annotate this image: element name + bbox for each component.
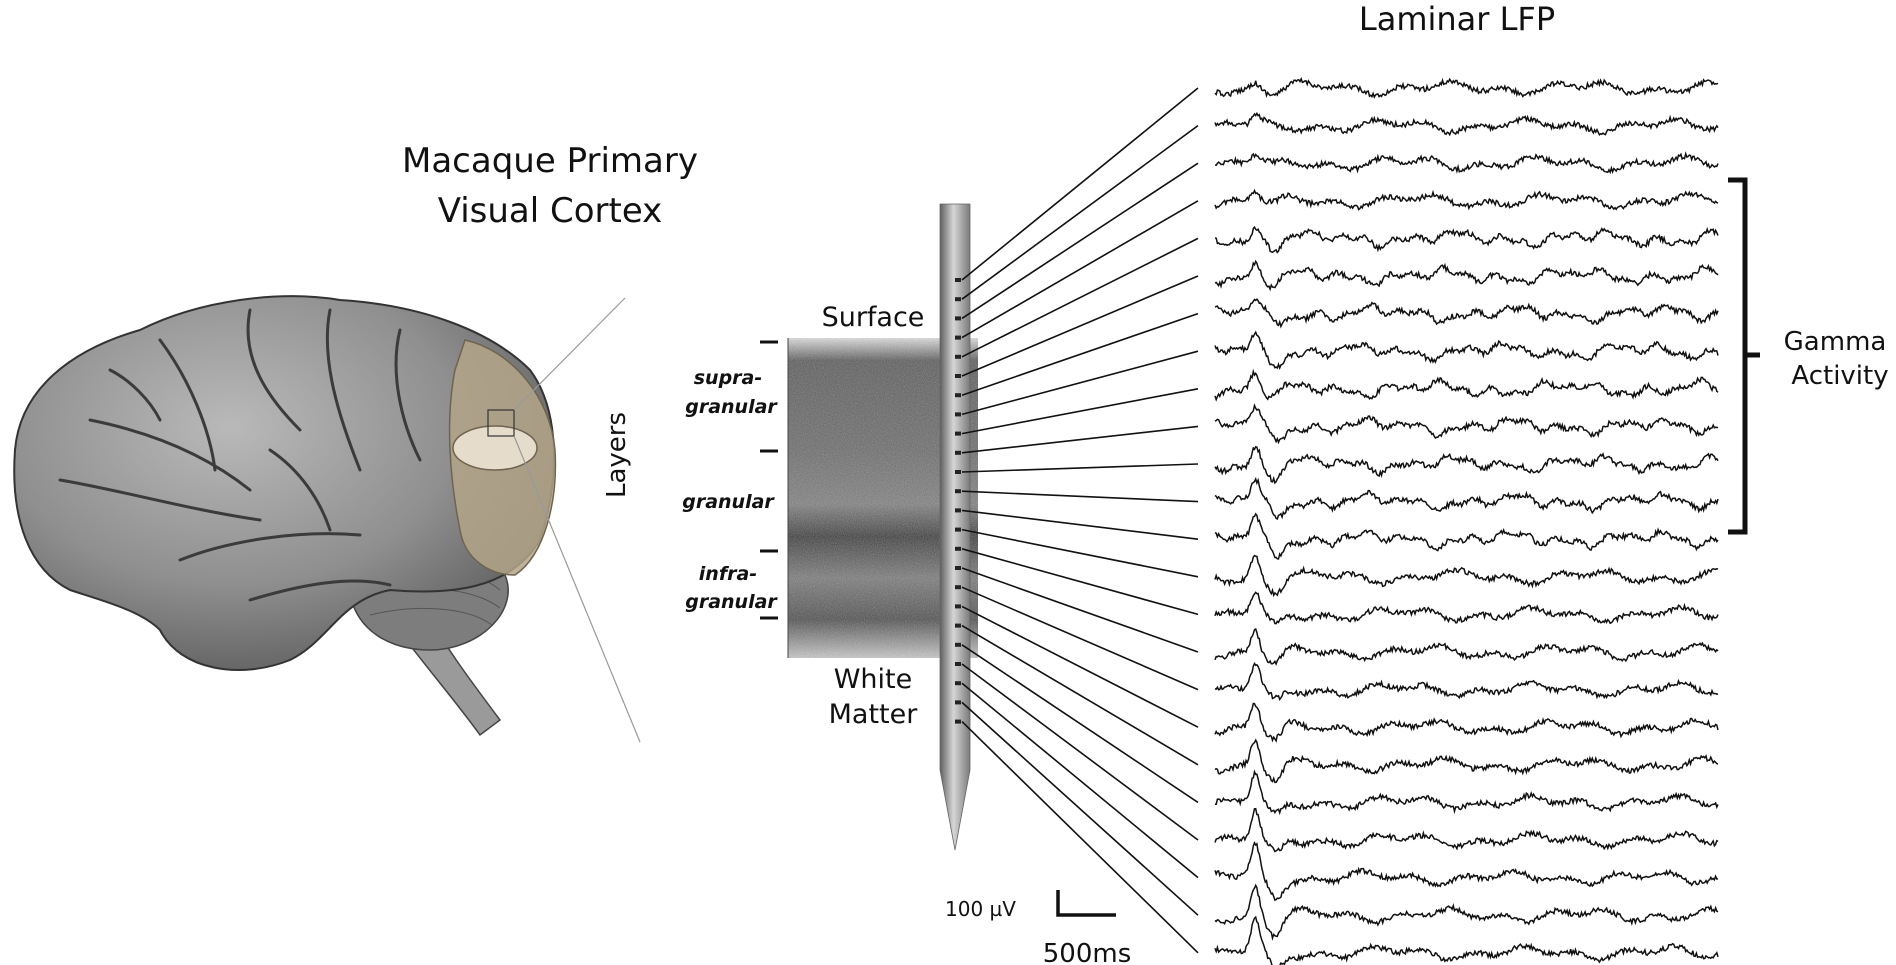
- probe-contact: [955, 681, 961, 686]
- title-left-line1: Macaque Primary: [402, 141, 698, 181]
- probe-contact: [955, 374, 961, 378]
- lfp-trace: [1214, 330, 1719, 371]
- connector-line: [961, 605, 1199, 728]
- lfp-trace: [1214, 591, 1719, 625]
- lfp-trace: [1214, 915, 1719, 965]
- connector-line: [961, 388, 1199, 435]
- recording-probe: [939, 203, 971, 851]
- lfp-trace: [1214, 883, 1719, 942]
- lfp-trace: [1214, 512, 1719, 560]
- probe-contact: [955, 527, 961, 532]
- lfp-trace: [1214, 403, 1719, 445]
- layer-supra-line2: granular: [685, 396, 778, 418]
- connector-line: [961, 586, 1199, 691]
- probe-contact: [955, 642, 961, 647]
- lfp-trace: [1214, 445, 1719, 485]
- probe-contact: [955, 278, 961, 282]
- lfp-trace: [1214, 738, 1719, 784]
- scale-bar: [1056, 890, 1116, 917]
- scale-amplitude-label: 100 µV: [945, 897, 1016, 921]
- lfp-trace: [1214, 661, 1719, 701]
- gamma-label-line1: Gamma: [1784, 327, 1887, 357]
- surface-label: Surface: [822, 302, 925, 333]
- probe-contact: [955, 335, 961, 340]
- lfp-trace: [1214, 476, 1719, 520]
- connector-line: [961, 548, 1199, 616]
- connector-line: [961, 425, 1199, 454]
- lfp-trace: [1214, 225, 1719, 254]
- connector-line: [961, 162, 1199, 320]
- probe-contact: [955, 297, 961, 302]
- lfp-trace: [1214, 298, 1719, 329]
- probe-contact: [955, 566, 961, 570]
- lfp-trace: [1214, 554, 1719, 598]
- connector-line: [961, 275, 1199, 377]
- layer-infra-line2: granular: [685, 591, 778, 613]
- probe-contact: [955, 508, 961, 513]
- connector-line: [961, 312, 1199, 396]
- lfp-trace: [1214, 841, 1719, 902]
- connector-line: [961, 567, 1199, 653]
- probe-contact: [955, 700, 961, 705]
- lfp-trace: [1214, 259, 1719, 292]
- connector-line: [961, 200, 1199, 339]
- connector-line: [961, 682, 1199, 879]
- probe-contact: [955, 604, 961, 609]
- title-left-line2: Visual Cortex: [438, 191, 663, 231]
- probe-contact: [955, 393, 961, 398]
- probe-contacts: [955, 278, 961, 724]
- lfp-trace: [1214, 807, 1719, 853]
- connector-line: [961, 509, 1199, 540]
- probe-contact: [955, 623, 961, 628]
- connector-line: [961, 463, 1199, 473]
- white-matter-line2: Matter: [829, 699, 919, 730]
- layer-supra-line1: supra-: [694, 367, 763, 389]
- connector-line: [961, 350, 1199, 416]
- lfp-trace: [1214, 702, 1719, 743]
- gamma-label-line2: Activity: [1791, 361, 1888, 391]
- gamma-bracket: [1728, 177, 1760, 535]
- layer-infra-line1: infra-: [699, 563, 757, 585]
- lfp-trace: [1214, 76, 1719, 99]
- layers-label: Layers: [602, 412, 632, 498]
- white-matter-line1: White: [834, 664, 913, 695]
- connector-line: [961, 663, 1199, 841]
- connector-line: [961, 237, 1199, 358]
- probe-contact: [955, 585, 961, 590]
- probe-contact: [955, 412, 961, 417]
- connector-line: [961, 721, 1199, 954]
- connector-line: [961, 87, 1199, 281]
- connector-line: [961, 624, 1199, 766]
- zoom-box: [487, 409, 515, 437]
- lfp-traces: [1214, 76, 1719, 965]
- connector-line: [961, 644, 1199, 804]
- lfp-trace: [1214, 151, 1719, 175]
- connector-lines: [961, 87, 1199, 954]
- brain-illustration: [13, 295, 641, 743]
- lfp-trace: [1214, 111, 1719, 137]
- layer-granular: granular: [682, 491, 775, 513]
- connector-line: [961, 701, 1199, 916]
- title-right: Laminar LFP: [1359, 0, 1555, 38]
- probe-contact: [955, 450, 961, 455]
- probe-contact: [955, 470, 961, 474]
- lfp-trace: [1215, 769, 1719, 816]
- probe-contact: [955, 489, 961, 494]
- probe-contact: [955, 546, 961, 551]
- probe-contact: [955, 662, 961, 666]
- probe-contact: [955, 316, 961, 321]
- lfp-trace: [1214, 627, 1719, 667]
- scale-time-label: 500ms: [1043, 939, 1132, 965]
- connector-line: [961, 528, 1199, 578]
- connector-line: [961, 124, 1199, 300]
- probe-contact: [955, 354, 961, 359]
- lfp-trace: [1214, 188, 1719, 211]
- probe-contact: [955, 719, 961, 724]
- connector-line: [961, 490, 1199, 503]
- probe-contact: [955, 431, 961, 436]
- lfp-trace: [1214, 368, 1719, 402]
